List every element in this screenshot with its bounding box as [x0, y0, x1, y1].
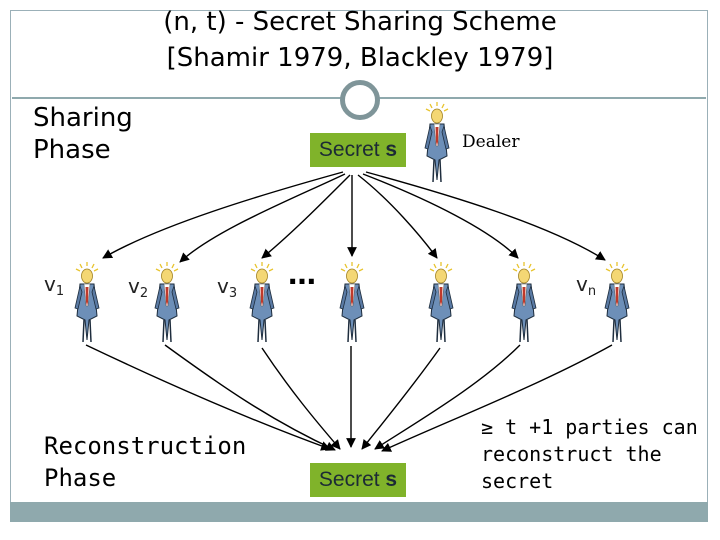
arrow-to-v1 [102, 171, 344, 259]
arrow-from-v2 [164, 344, 336, 451]
threshold-note: ≥ t +1 parties can reconstruct the secre… [481, 415, 698, 493]
arrow-to-v2 [179, 173, 346, 263]
secret-top-prefix: Secret [318, 138, 386, 161]
arrow-from-p6 [374, 344, 521, 450]
arrow-from-vn [381, 344, 613, 452]
party-label-v3: v3 [217, 274, 237, 301]
party-label-v1: v1 [44, 272, 64, 299]
party-figure-icon [249, 261, 275, 343]
title-line-1: (n, t) - Secret Sharing Scheme [163, 7, 557, 37]
party-figure-icon [154, 261, 180, 343]
arrow-to-p6 [362, 173, 519, 259]
party-v2-sub: 2 [139, 286, 149, 301]
party-ellipsis: … [288, 258, 317, 291]
party-figure-icon [339, 261, 365, 343]
party-v2-base: v [128, 274, 140, 298]
party-vn-base: v [576, 272, 588, 296]
sharing-phase-text: Sharing Phase [33, 103, 133, 165]
reconstruction-phase-text: Reconstruction Phase [44, 432, 247, 492]
reconstruction-phase-label: Reconstruction Phase [44, 430, 246, 494]
party-v3-base: v [217, 274, 229, 298]
arrow-from-v1 [85, 344, 331, 451]
sharing-arrows [102, 171, 606, 263]
secret-top-symbol: s [385, 138, 398, 161]
party-figure-icon [604, 261, 630, 343]
secret-box-top: Secret s [310, 133, 406, 167]
party-figure-icon [428, 261, 454, 343]
reconstruction-arrows [85, 344, 613, 452]
secret-bottom-symbol: s [385, 468, 398, 491]
arrow-to-vn [365, 171, 606, 261]
dealer-label: Dealer [462, 132, 520, 152]
party-vn-sub: n [587, 284, 597, 299]
dealer-figure-icon [424, 101, 450, 183]
party-label-vn: vn [576, 272, 596, 299]
title-line-2: [Shamir 1979, Blackley 1979] [166, 43, 554, 73]
arrow-to-v3 [261, 174, 351, 259]
party-figure-icon [74, 261, 100, 343]
footer-bar [10, 502, 708, 522]
party-label-v2: v2 [128, 274, 148, 301]
secret-bottom-prefix: Secret [318, 468, 386, 491]
party-v1-base: v [44, 272, 56, 296]
arrow-from-p5 [361, 347, 441, 450]
party-v3-sub: 3 [228, 286, 238, 301]
arrow-from-v3 [261, 347, 341, 450]
sharing-phase-label: Sharing Phase [33, 102, 133, 166]
arrow-to-p5 [357, 174, 438, 259]
ring-icon [340, 80, 380, 120]
party-figure-icon [511, 261, 537, 343]
secret-box-bottom: Secret s [310, 463, 406, 497]
party-v1-sub: 1 [55, 284, 65, 299]
